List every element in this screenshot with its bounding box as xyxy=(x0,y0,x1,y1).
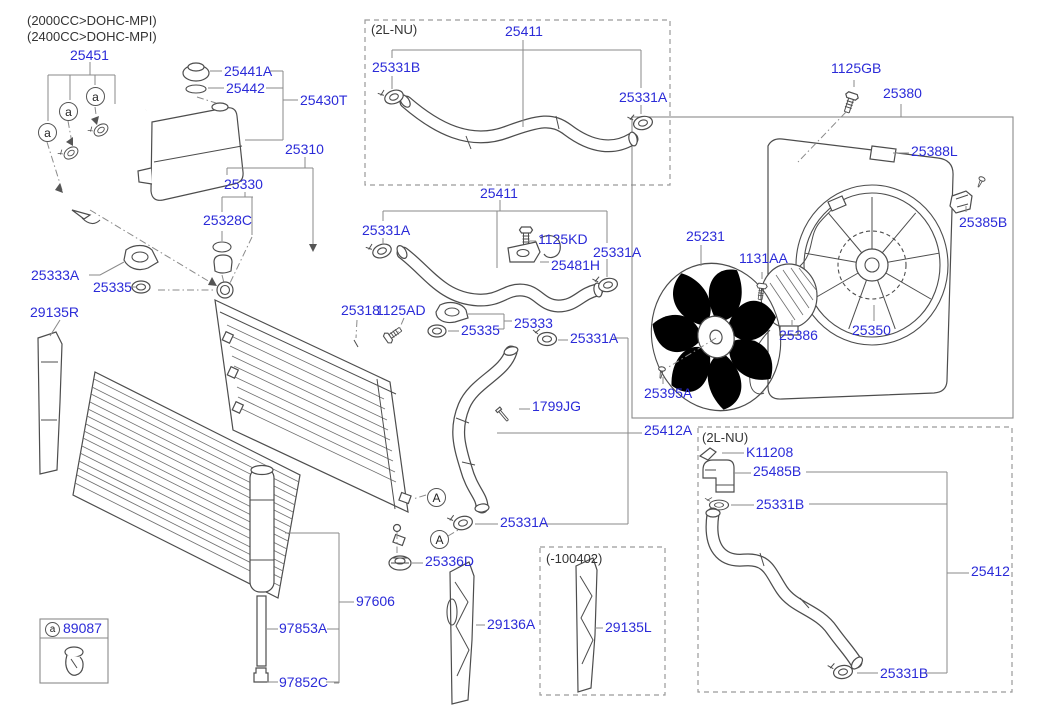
part-label-25336D[interactable]: 25336D xyxy=(425,553,475,569)
drier-plug xyxy=(253,667,269,683)
arrowheads xyxy=(55,116,317,286)
bracket-25481H xyxy=(507,241,541,263)
part-label-25331A-boxed[interactable]: 25331A xyxy=(619,89,668,105)
variant-label-lower-2lnu: (2L-NU) xyxy=(702,430,749,445)
condenser-drawing xyxy=(72,371,301,683)
part-label-25395A[interactable]: 25395A xyxy=(644,385,693,401)
reservoir-cap-drawing xyxy=(182,62,210,82)
part-label-K11208[interactable]: K11208 xyxy=(746,444,794,460)
part-label-1125AD[interactable]: 1125AD xyxy=(376,302,426,318)
part-label-97853A[interactable]: 97853A xyxy=(279,620,328,636)
radiator-drawing xyxy=(214,281,412,547)
lower-hose-25412A-drawing xyxy=(446,345,519,534)
callout-a-1: a xyxy=(38,123,57,142)
part-label-89087[interactable]: 89087 xyxy=(63,620,102,636)
part-label-1125KD[interactable]: 1125KD xyxy=(538,231,588,247)
bolt-1125GB xyxy=(839,90,860,115)
part-label-25412A[interactable]: 25412A xyxy=(644,422,693,438)
upper-hose-25411b-drawing xyxy=(364,226,620,313)
callout-A-2: A xyxy=(430,530,449,549)
part-label-25310[interactable]: 25310 xyxy=(285,141,324,157)
part-label-25331B-lower[interactable]: 25331B xyxy=(880,665,929,681)
part-label-25441A[interactable]: 25441A xyxy=(224,63,273,79)
part-label-25331B-upper[interactable]: 25331B xyxy=(756,496,805,512)
callout-A-1: A xyxy=(427,488,446,507)
variant-label-upper-2lnu: (2L-NU) xyxy=(371,22,418,37)
wire-connector xyxy=(827,195,847,212)
part-label-25386[interactable]: 25386 xyxy=(779,327,818,343)
part-label-1799JG[interactable]: 1799JG xyxy=(532,398,582,414)
part-label-29135L[interactable]: 29135L xyxy=(605,619,652,635)
part-label-25331A-mid[interactable]: 25331A xyxy=(570,330,619,346)
cover-25333A-drawing xyxy=(123,244,159,294)
part-label-29135R[interactable]: 29135R xyxy=(30,304,80,320)
part-label-25388L[interactable]: 25388L xyxy=(911,143,958,159)
part-label-25411-boxed[interactable]: 25411 xyxy=(505,23,543,39)
o-ring-drawing xyxy=(185,84,207,94)
part-label-25335-left[interactable]: 25335 xyxy=(93,279,132,295)
upper-hose-25411-drawing xyxy=(376,83,655,153)
part-label-25411[interactable]: 25411 xyxy=(480,185,518,201)
engine-note-2000cc: (2000CC>DOHC-MPI) xyxy=(27,13,157,28)
part-label-25330[interactable]: 25330 xyxy=(224,176,263,192)
ring-25328C xyxy=(212,241,232,253)
pin-25318 xyxy=(353,339,359,348)
label-plate-25388L xyxy=(869,145,897,163)
part-label-25380[interactable]: 25380 xyxy=(883,85,922,101)
clamp-25331A-mid xyxy=(532,328,558,347)
engine-note-2400cc: (2400CC>DOHC-MPI) xyxy=(27,29,157,44)
part-label-25331A-right[interactable]: 25331A xyxy=(593,244,642,260)
part-label-25481H[interactable]: 25481H xyxy=(551,257,601,273)
part-label-25485B[interactable]: 25485B xyxy=(753,463,802,479)
callout-a-3: a xyxy=(86,87,105,106)
part-label-1131AA[interactable]: 1131AA xyxy=(739,250,788,266)
callout-a-2: a xyxy=(59,102,78,121)
clip-89087-drawing xyxy=(64,646,84,676)
part-label-25430T[interactable]: 25430T xyxy=(300,92,348,108)
part-label-25331A-lower[interactable]: 25331A xyxy=(500,514,549,530)
clip-K11208 xyxy=(698,447,717,461)
part-label-25333[interactable]: 25333 xyxy=(514,315,553,331)
part-label-1125GB[interactable]: 1125GB xyxy=(831,60,882,76)
part-label-25331B-boxed[interactable]: 25331B xyxy=(372,59,421,75)
part-label-29136A[interactable]: 29136A xyxy=(487,616,536,632)
legend-callout-a: a xyxy=(45,622,60,637)
part-label-25451[interactable]: 25451 xyxy=(70,47,109,63)
air-guard-29135L-drawing xyxy=(575,557,598,693)
fan-blade-25231-drawing xyxy=(649,260,782,412)
fan-shroud-drawing xyxy=(745,138,954,400)
reservoir-tank-drawing xyxy=(137,102,244,201)
reference-lines xyxy=(46,80,855,553)
leader-lines xyxy=(47,40,969,684)
bracket-25333-drawing xyxy=(427,301,469,338)
resistor-25385B-drawing xyxy=(949,175,987,214)
variant-boxes xyxy=(39,19,1014,696)
filler-neck-hose-drawing xyxy=(698,447,864,682)
part-label-25231[interactable]: 25231 xyxy=(686,228,725,244)
elbow-25485B xyxy=(702,459,735,493)
part-label-25333A[interactable]: 25333A xyxy=(31,267,80,283)
variant-label-100402: (-100402) xyxy=(546,551,603,566)
air-guard-right-drawing xyxy=(37,331,63,475)
air-guard-29136A-drawing xyxy=(446,561,475,705)
part-label-25331A-left[interactable]: 25331A xyxy=(362,222,411,238)
grommet-25336D-drawing xyxy=(388,555,412,571)
part-label-25412[interactable]: 25412 xyxy=(971,563,1010,579)
bolt-1125AD xyxy=(381,323,405,345)
part-label-97852C[interactable]: 97852C xyxy=(279,674,329,690)
part-label-25318[interactable]: 25318 xyxy=(341,302,380,318)
part-label-25335-mid[interactable]: 25335 xyxy=(461,322,500,338)
cap-25328C xyxy=(213,254,233,274)
part-label-25385B[interactable]: 25385B xyxy=(959,214,1008,230)
part-label-25328C[interactable]: 25328C xyxy=(203,212,253,228)
part-label-25442[interactable]: 25442 xyxy=(226,80,265,96)
reservoir-hose-drawing xyxy=(56,108,147,224)
part-label-25350[interactable]: 25350 xyxy=(852,322,891,338)
part-label-97606[interactable]: 97606 xyxy=(356,593,395,609)
